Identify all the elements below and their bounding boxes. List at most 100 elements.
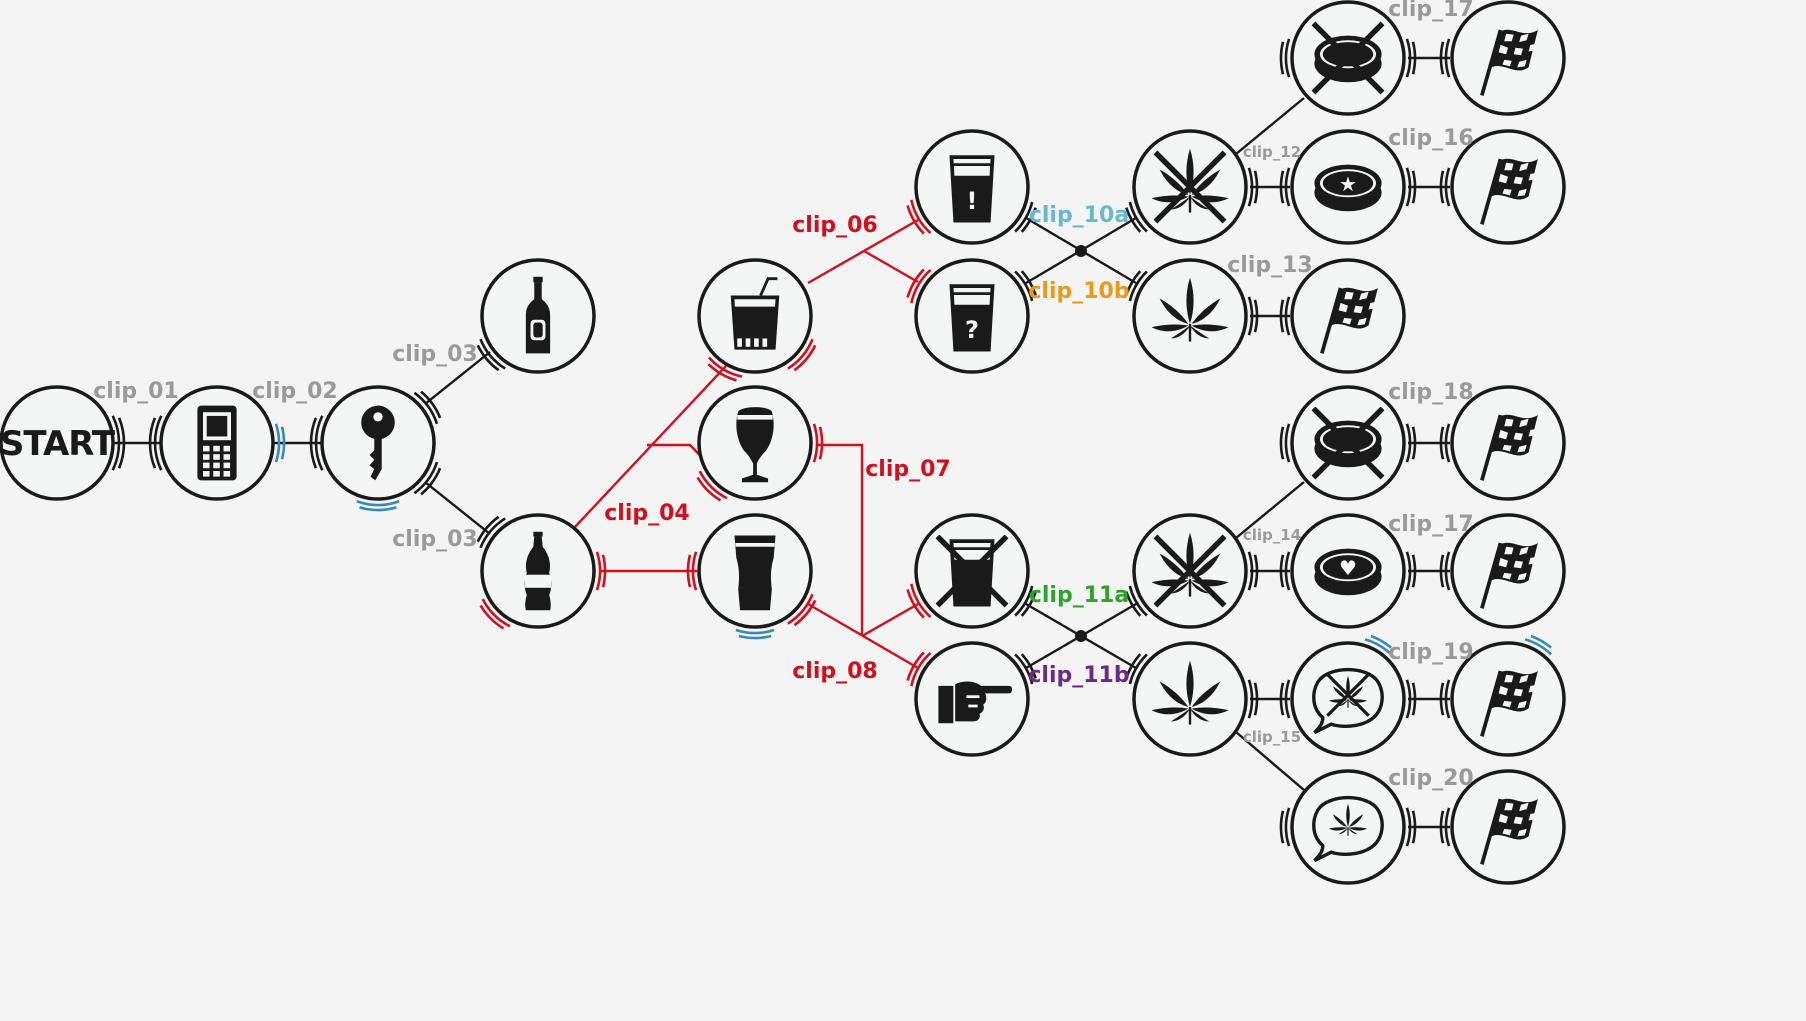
label-clip-03-top: clip_03 [392, 342, 478, 367]
edge-cocktail-shot-question [863, 249, 919, 284]
connector-ring [479, 338, 506, 370]
connector-ring [1279, 299, 1285, 333]
label-clip-14: clip_14 [1243, 526, 1301, 544]
edge-soda-cocktail [573, 365, 727, 529]
edge-canx2-pillx2 [1235, 481, 1305, 539]
checkered-flag-icon-node [1450, 769, 1566, 885]
connector-ring [420, 390, 442, 419]
connector-ring [1014, 270, 1034, 302]
edge-key-beer-bottle [424, 351, 491, 405]
connector-ring [1128, 585, 1148, 617]
connector-ring [1128, 201, 1148, 233]
connector-ring [1439, 426, 1445, 460]
connector-ring [818, 426, 824, 460]
connector-ring [1444, 38, 1451, 78]
svg-text:?: ? [965, 316, 979, 344]
tulip-beer-glass-icon-node [697, 385, 813, 501]
connector-ring [910, 583, 932, 619]
connector-ring [413, 461, 439, 495]
connector-ring [1014, 201, 1034, 233]
checkered-flag-icon-node [1450, 0, 1566, 116]
connector-ring [812, 423, 819, 463]
pill-crossed-icon-node [1290, 0, 1406, 116]
connector-ring [153, 415, 163, 471]
connector-ring [1444, 167, 1451, 207]
connector-ring [1444, 679, 1451, 719]
soda-bottle-icon-node [480, 513, 596, 629]
checkered-flag-icon-node [1290, 258, 1406, 374]
connector-ring [1253, 170, 1259, 204]
connector-ring [906, 651, 925, 681]
connector-ring [793, 599, 817, 627]
edge-key-soda-bottle [424, 481, 491, 535]
edge-can2-sb [1235, 731, 1305, 791]
pointing-hand-icon-node [914, 641, 1030, 757]
shot-glass-exclamation-icon-node: ! [914, 129, 1030, 245]
shot-glass-exclamation-icon: ! [949, 155, 995, 223]
connector-ring [1253, 682, 1259, 716]
cannabis-leaf-crossed-icon-node [1132, 513, 1248, 629]
connector-ring [1020, 270, 1037, 296]
connector-ring [309, 417, 318, 469]
speech-bubble-cannabis-crossed-icon-node [1290, 641, 1406, 757]
label-clip-04: clip_04 [604, 501, 690, 526]
connector-ring [698, 470, 728, 500]
connector-ring [1439, 810, 1445, 844]
connector-ring [1524, 638, 1552, 656]
connector-ring [1405, 167, 1412, 207]
connector-ring [787, 593, 814, 625]
connector-ring [1411, 554, 1417, 588]
pill-heart-icon-node: ♥ [1290, 513, 1406, 629]
svg-text:!: ! [967, 187, 978, 215]
cocktail-glass-icon-node [697, 258, 813, 374]
mobile-phone-icon [197, 405, 237, 481]
connector-ring [1284, 423, 1291, 463]
connector-ring [479, 517, 506, 549]
connector-ring [906, 268, 925, 298]
connector-ring [1014, 653, 1034, 685]
connector-ring [1279, 426, 1285, 460]
svg-text:★: ★ [1339, 172, 1357, 196]
pill-star-icon: ★ [1314, 164, 1382, 212]
edge-canx1-pillx1 [1235, 97, 1305, 155]
connector-ring [910, 651, 932, 687]
beer-bottle-icon-node [480, 258, 596, 374]
label-clip-11b: clip_11b [1028, 663, 1129, 688]
connector-ring [787, 338, 814, 370]
diagram-nodes: START!? ★ ♥ [0, 0, 1566, 885]
start-node-node: START [0, 385, 117, 501]
edge-merge-shot-crossed [861, 602, 919, 638]
connector-ring [420, 467, 442, 496]
connector-ring [1284, 807, 1291, 847]
label-clip-06: clip_06 [792, 213, 878, 238]
junction-dot-top [1075, 245, 1087, 257]
node-circle [0, 385, 115, 501]
shot-glass-crossed-icon-node [914, 513, 1030, 629]
mobile-phone-icon-node [159, 385, 275, 501]
connector-ring [1014, 585, 1034, 617]
connector-ring [476, 515, 500, 543]
connector-ring [148, 417, 157, 469]
connector-ring [1247, 167, 1254, 207]
cannabis-leaf-crossed-icon-node [1132, 129, 1248, 245]
connector-ring [1247, 296, 1254, 336]
connector-ring [1128, 270, 1148, 302]
connector-ring [314, 415, 324, 471]
connector-ring [1405, 679, 1412, 719]
connector-ring [906, 205, 925, 235]
connector-ring [1247, 679, 1254, 719]
label-clip-02: clip_02 [252, 379, 338, 404]
connector-ring [793, 344, 817, 372]
pint-glass-icon [734, 535, 776, 611]
connector-ring [910, 199, 932, 235]
svg-text:♥: ♥ [1339, 556, 1357, 580]
connector-ring [696, 476, 722, 502]
checkered-flag-icon-node [1450, 129, 1566, 245]
connector-ring [1405, 807, 1412, 847]
cannabis-leaf-icon-node [1132, 641, 1248, 757]
connector-ring [906, 589, 925, 619]
label-clip-08: clip_08 [792, 659, 878, 684]
connector-ring [1405, 38, 1412, 78]
connector-rings [111, 38, 1552, 847]
